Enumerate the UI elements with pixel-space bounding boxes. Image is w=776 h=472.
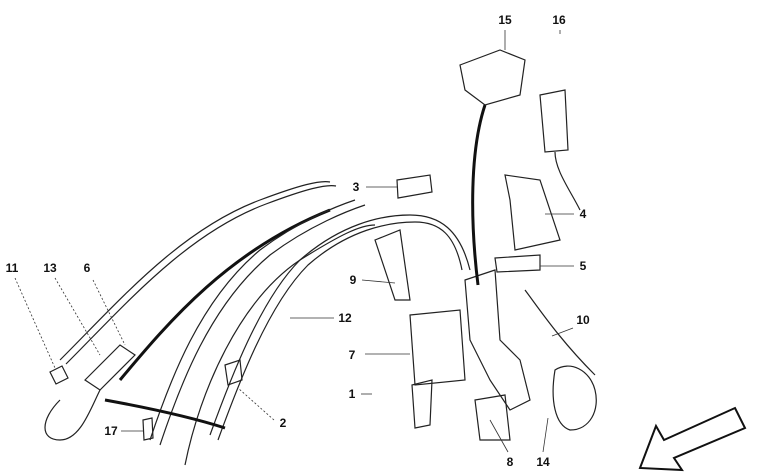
roof-rail-parts xyxy=(59,180,471,466)
part-15-shape xyxy=(459,49,526,106)
callout-9: 9 xyxy=(349,273,357,287)
callout-12: 12 xyxy=(338,311,352,325)
part-5-shape xyxy=(494,254,541,273)
part-1-shape xyxy=(411,379,433,429)
part-11-shape xyxy=(49,365,69,385)
callout-15: 15 xyxy=(498,13,512,27)
callout-2: 2 xyxy=(279,416,287,430)
callout-10: 10 xyxy=(576,313,590,327)
part-8-shape xyxy=(474,394,511,441)
callout-5: 5 xyxy=(579,259,587,273)
part-16-shape xyxy=(539,89,569,153)
part-4-shape xyxy=(504,174,561,251)
callout-8: 8 xyxy=(506,455,514,469)
part-13-shape xyxy=(84,344,136,391)
callout-16: 16 xyxy=(552,13,566,27)
part-9-shape xyxy=(374,229,411,301)
part-2-shape xyxy=(224,359,243,386)
callout-7: 7 xyxy=(348,348,356,362)
callout-14: 14 xyxy=(536,455,550,469)
callout-17: 17 xyxy=(104,424,118,438)
callout-13: 13 xyxy=(43,261,57,275)
part-7-shape xyxy=(409,309,466,386)
part-3-shape xyxy=(396,174,433,199)
part-17-shape xyxy=(142,417,154,441)
part-14-shape xyxy=(552,365,597,431)
mechanism-shape xyxy=(464,269,531,411)
callout-4: 4 xyxy=(579,207,587,221)
leader-lines xyxy=(14,30,574,453)
callout-11: 11 xyxy=(5,261,19,275)
part-10-shape xyxy=(524,289,596,376)
callout-3: 3 xyxy=(352,180,360,194)
callout-1: 1 xyxy=(348,387,356,401)
callout-6: 6 xyxy=(83,261,91,275)
arrow-down-left-icon xyxy=(638,406,747,472)
